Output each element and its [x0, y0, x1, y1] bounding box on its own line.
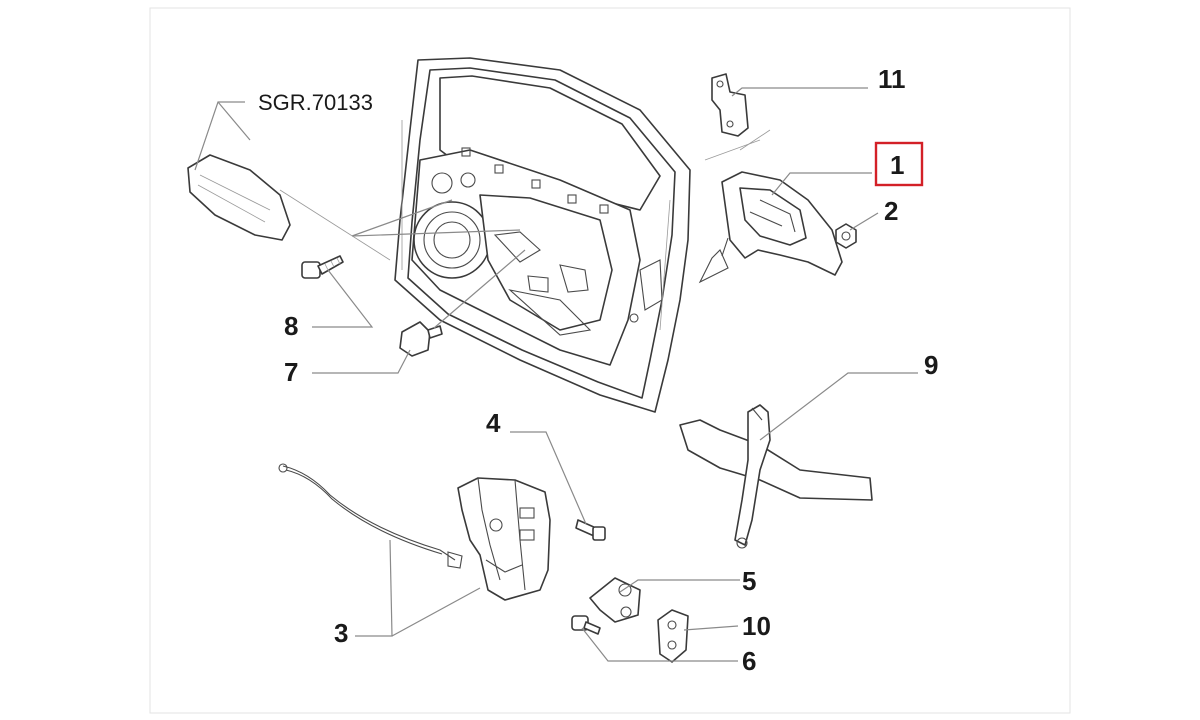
mirror-assembly — [187, 154, 291, 241]
callout-1[interactable]: 1 — [890, 150, 904, 180]
screw-6 — [571, 615, 601, 635]
bolt-8 — [301, 255, 344, 279]
callout-5[interactable]: 5 — [742, 566, 756, 596]
leader-lines — [194, 87, 918, 662]
callout-3[interactable]: 3 — [334, 618, 348, 648]
cable-3 — [278, 463, 463, 569]
callout-6[interactable]: 6 — [742, 646, 756, 676]
callout-7[interactable]: 7 — [284, 357, 298, 387]
callout-8[interactable]: 8 — [284, 311, 298, 341]
callout-9[interactable]: 9 — [924, 350, 938, 380]
callout-4[interactable]: 4 — [486, 408, 501, 438]
callout-11[interactable]: 11 — [878, 64, 906, 94]
door-shell — [394, 57, 691, 413]
shim-10 — [657, 609, 689, 663]
callout-2[interactable]: 2 — [884, 196, 898, 226]
striker-5 — [589, 577, 641, 623]
bracket-11 — [711, 73, 749, 137]
rod-9 — [679, 404, 873, 549]
bolt-4 — [575, 519, 606, 541]
handle-1 — [698, 129, 843, 284]
callout-1-highlight — [874, 141, 924, 187]
ref-label-sgr[interactable]: SGR.70133 — [258, 90, 373, 115]
callout-10[interactable]: 10 — [742, 611, 771, 641]
clip-7 — [399, 321, 443, 357]
lock-3 — [457, 477, 551, 601]
